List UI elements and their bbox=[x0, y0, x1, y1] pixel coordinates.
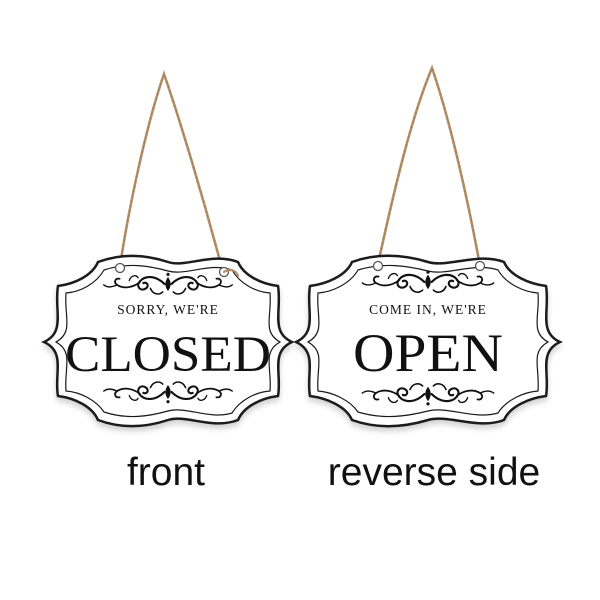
sign-front-subtitle: SORRY, WE'RE bbox=[117, 302, 219, 317]
caption-front: front bbox=[126, 451, 206, 494]
sign-back-title: OPEN bbox=[353, 323, 503, 383]
hanging-hole-icon bbox=[474, 260, 486, 272]
sign-board-front bbox=[40, 254, 296, 428]
sign-back: COME IN, WE'RE OPEN bbox=[292, 64, 564, 428]
twine-front bbox=[118, 70, 226, 278]
twine-back bbox=[376, 64, 482, 268]
sign-border-back bbox=[306, 264, 550, 418]
sign-front: SORRY, WE'RE CLOSED bbox=[40, 70, 296, 428]
sign-back-subtitle: COME IN, WE'RE bbox=[369, 302, 487, 317]
hanging-hole-icon bbox=[372, 260, 384, 272]
caption-reverse-side: reverse side bbox=[327, 451, 541, 494]
sign-front-title: CLOSED bbox=[65, 327, 271, 383]
hanging-hole-icon bbox=[114, 262, 126, 274]
sign-board-back bbox=[292, 254, 564, 428]
